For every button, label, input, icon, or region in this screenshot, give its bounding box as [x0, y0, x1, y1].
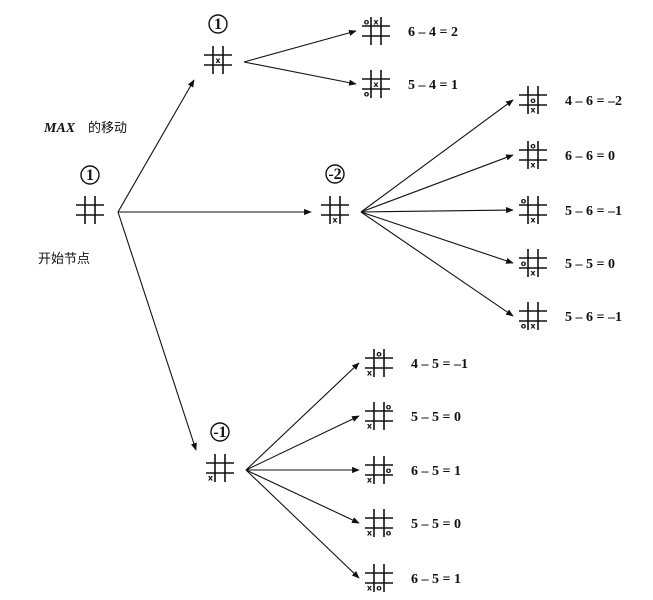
- leaf-evaluation: 6 – 4 = 2: [408, 25, 458, 40]
- x-mark: x: [367, 529, 373, 538]
- start-node-label: 开始节点: [38, 252, 90, 267]
- leaf-board: ox: [519, 249, 547, 278]
- leaf-evaluation: 4 – 6 = –2: [565, 94, 622, 109]
- leaf-evaluation: 5 – 5 = 0: [411, 410, 461, 425]
- x-mark: x: [530, 106, 536, 115]
- o-mark: o: [521, 322, 527, 331]
- leaf-evaluation: 6 – 5 = 1: [411, 572, 461, 587]
- x-mark: x: [367, 422, 373, 431]
- mid-score: 1: [208, 14, 228, 34]
- leaf-board: ox: [365, 456, 393, 485]
- leaf-evaluation: 5 – 5 = 0: [565, 257, 615, 272]
- tree-edge: [245, 469, 360, 579]
- leaf-evaluation: 5 – 5 = 0: [411, 517, 461, 532]
- leaf-evaluation: 5 – 6 = –1: [565, 204, 622, 219]
- svg-text:-2: -2: [328, 166, 341, 183]
- leaf-board: ox: [519, 86, 547, 115]
- leaf-evaluation: 6 – 5 = 1: [411, 464, 461, 479]
- leaf-board: ox: [519, 141, 547, 170]
- o-mark: o: [386, 466, 392, 475]
- x-mark: x: [373, 80, 379, 89]
- mid-board: x: [206, 454, 234, 483]
- svg-text:1: 1: [214, 16, 222, 33]
- x-mark: x: [530, 269, 536, 278]
- o-mark: o: [364, 18, 370, 27]
- tree-edge: [360, 154, 514, 213]
- x-mark: x: [530, 161, 536, 170]
- tree-edge: [117, 79, 195, 213]
- tree-edge: [245, 415, 360, 471]
- root-board: [76, 196, 104, 224]
- tree-edge: [245, 469, 360, 524]
- x-mark: x: [332, 216, 338, 225]
- leaf-board: ox: [365, 509, 393, 538]
- tree-edge: [117, 211, 197, 451]
- x-mark: x: [367, 369, 373, 378]
- tree-edge: [360, 211, 514, 317]
- leaf-evaluation: 5 – 6 = –1: [565, 310, 622, 325]
- o-mark: o: [521, 197, 527, 206]
- tree-edge: [243, 61, 357, 86]
- o-mark: o: [386, 529, 392, 538]
- x-mark: x: [208, 474, 214, 483]
- o-mark: o: [386, 403, 392, 412]
- x-mark: x: [530, 216, 536, 225]
- x-mark: x: [530, 322, 536, 331]
- x-mark: x: [367, 476, 373, 485]
- root-score: 1: [80, 165, 100, 185]
- leaf-evaluation: 6 – 6 = 0: [565, 149, 615, 164]
- mid-score: -1: [210, 422, 230, 442]
- leaf-evaluation: 4 – 5 = –1: [411, 357, 468, 372]
- x-mark: x: [367, 584, 373, 593]
- max-move-label: MAX: [43, 121, 76, 136]
- mid-board: x: [204, 46, 232, 74]
- svg-text:-1: -1: [213, 424, 226, 441]
- tree-edge: [245, 362, 360, 471]
- mid-score: -2: [325, 164, 345, 184]
- tree-edge: [360, 207, 514, 214]
- x-mark: x: [373, 18, 379, 27]
- leaf-board: ox: [365, 349, 393, 378]
- svg-text:1: 1: [86, 167, 94, 184]
- mid-board: x: [321, 196, 349, 225]
- x-mark: x: [215, 56, 221, 65]
- tree-edge: [360, 99, 514, 213]
- tree-edge: [360, 211, 514, 264]
- o-mark: o: [364, 90, 370, 99]
- max-move-label-suffix: 的移动: [88, 120, 127, 136]
- leaf-board: ox: [365, 564, 393, 593]
- o-mark: o: [521, 259, 527, 268]
- leaf-board: ox: [365, 402, 393, 431]
- leaf-board: ox: [519, 196, 547, 225]
- o-mark: o: [530, 96, 536, 105]
- o-mark: o: [530, 142, 536, 151]
- tree-edge: [243, 29, 357, 63]
- o-mark: o: [376, 584, 382, 593]
- leaf-evaluation: 5 – 4 = 1: [408, 78, 458, 93]
- tree-edges: [117, 29, 514, 579]
- leaf-board: xo: [362, 70, 390, 99]
- o-mark: o: [376, 350, 382, 359]
